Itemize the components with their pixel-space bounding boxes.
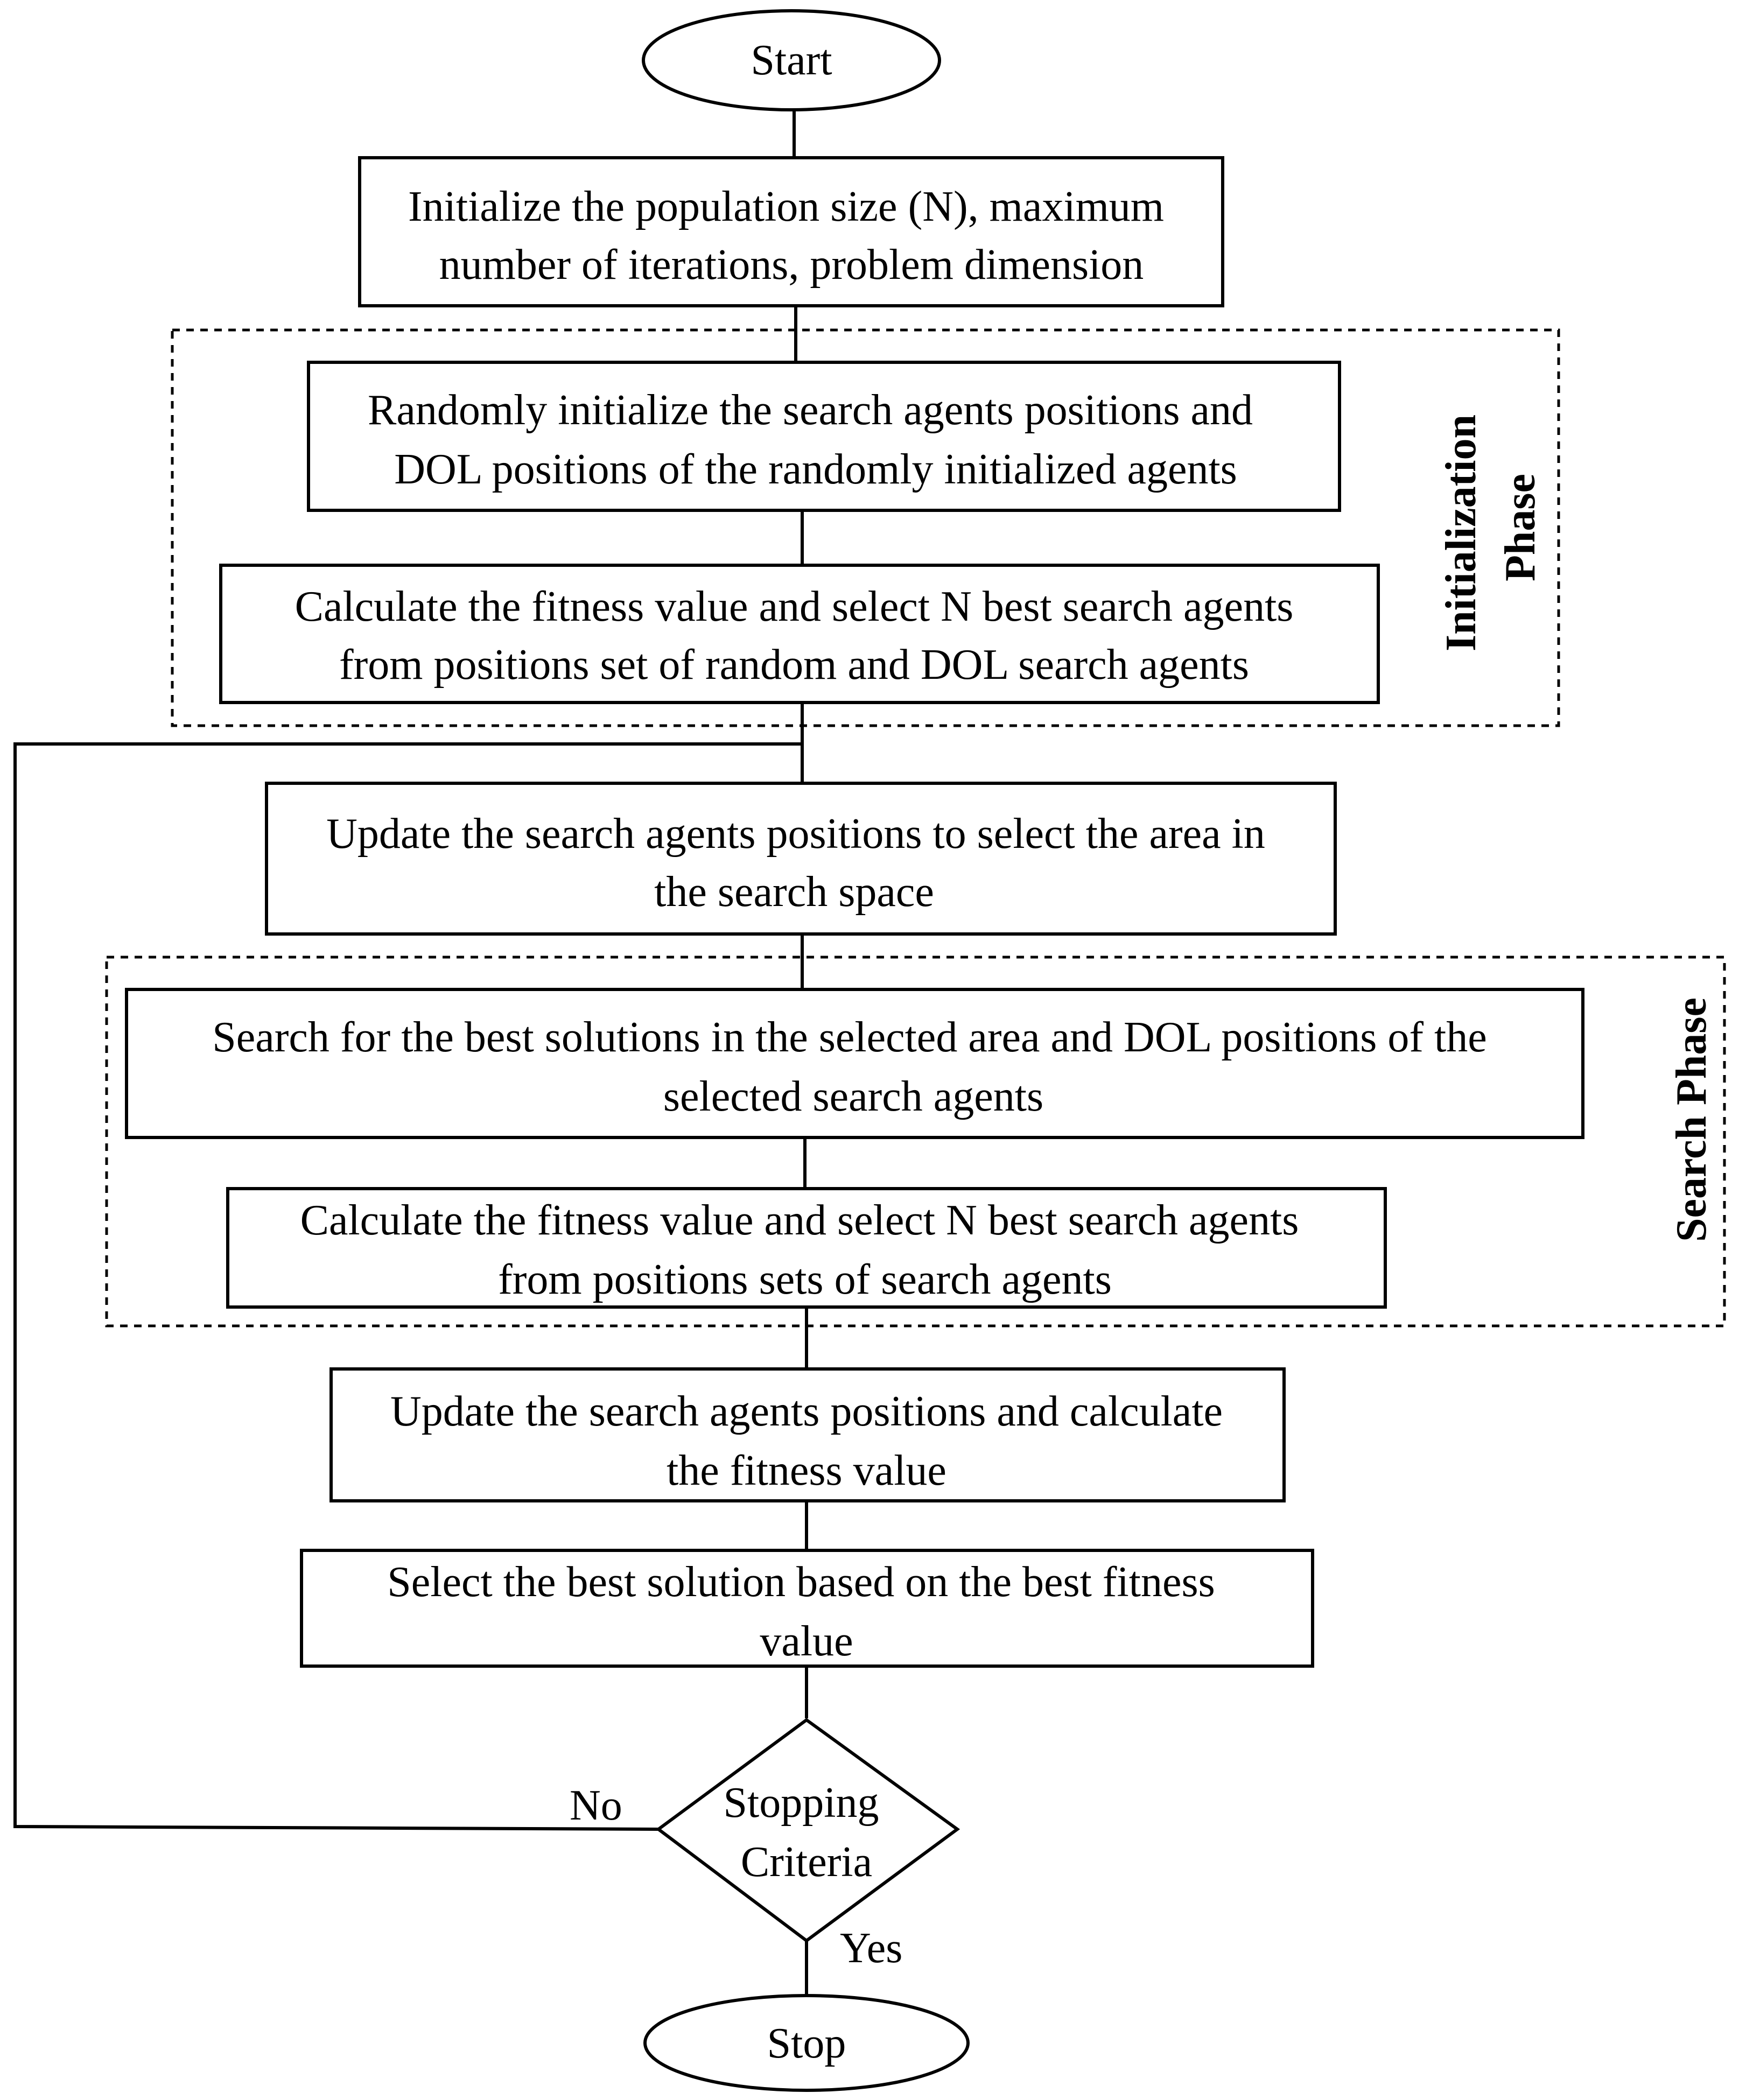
init-params-box — [358, 156, 1224, 307]
calc-fitness-1-box — [219, 564, 1380, 704]
init-params-line-2: number of iterations, problem dimension — [439, 241, 1144, 289]
stopping-criteria-text: Stopping Criteria — [724, 1779, 890, 1886]
select-best-text: Select the best solution based on the be… — [387, 1558, 1226, 1665]
calc-fitness-1-line-2: from positions set of random and DOL sea… — [339, 641, 1249, 689]
calc-fitness-1-line-1: Calculate the fitness value and select N… — [295, 583, 1294, 630]
update-calc-line-2: the fitness value — [667, 1447, 946, 1494]
calc-fitness-2-line-2: from positions sets of search agents — [498, 1256, 1112, 1303]
update-area-line-1: Update the search agents positions to se… — [326, 810, 1265, 858]
select-best-line-1: Select the best solution based on the be… — [387, 1558, 1215, 1606]
edge-no-loop — [13, 742, 802, 1831]
random-init-line-1: Randomly initialize the search agents po… — [368, 387, 1253, 434]
calc-fitness-2-line-1: Calculate the fitness value and select N… — [300, 1197, 1299, 1244]
initialization-phase-box — [171, 328, 1560, 727]
stopping-criteria-line-1: Stopping — [724, 1779, 879, 1827]
no-label: No — [570, 1782, 622, 1829]
search-best-line-1: Search for the best solutions in the sel… — [212, 1014, 1487, 1061]
initialization-phase-line-1: Initialization — [1438, 415, 1485, 651]
random-init-line-2: DOL positions of the randomly initialize… — [394, 446, 1237, 493]
calc-fitness-2-text: Calculate the fitness value and select N… — [300, 1197, 1310, 1303]
update-area-line-2: the search space — [654, 868, 934, 916]
random-init-box — [307, 361, 1341, 512]
stop-terminator — [643, 1994, 970, 2092]
start-label: Start — [751, 37, 832, 84]
select-best-box — [300, 1549, 1314, 1668]
update-area-text: Update the search agents positions to se… — [326, 810, 1276, 916]
search-best-text: Search for the best solutions in the sel… — [212, 1014, 1498, 1120]
init-params-text: Initialize the population size (N), maxi… — [408, 183, 1175, 289]
update-calc-line-1: Update the search agents positions and c… — [390, 1388, 1223, 1435]
search-phase-label: Search Phase — [1668, 998, 1715, 1242]
stopping-criteria-line-2: Criteria — [741, 1838, 872, 1886]
init-params-line-1: Initialize the population size (N), maxi… — [408, 183, 1164, 230]
stopping-criteria-diamond — [655, 1718, 960, 1943]
start-terminator — [642, 9, 941, 111]
calc-fitness-2-box — [226, 1187, 1387, 1309]
update-calc-text: Update the search agents positions and c… — [390, 1388, 1233, 1494]
stop-label: Stop — [767, 2020, 846, 2067]
random-init-text: Randomly initialize the search agents po… — [368, 387, 1264, 493]
select-best-line-2: value — [760, 1618, 853, 1665]
update-area-box — [265, 782, 1337, 936]
search-best-box — [125, 988, 1584, 1139]
search-best-line-2: selected search agents — [663, 1073, 1043, 1120]
initialization-phase-label: Initialization Phase — [1438, 404, 1544, 651]
calc-fitness-1-text: Calculate the fitness value and select N… — [295, 583, 1305, 689]
yes-label: Yes — [840, 1925, 902, 1972]
initialization-phase-line-2: Phase — [1497, 474, 1544, 581]
